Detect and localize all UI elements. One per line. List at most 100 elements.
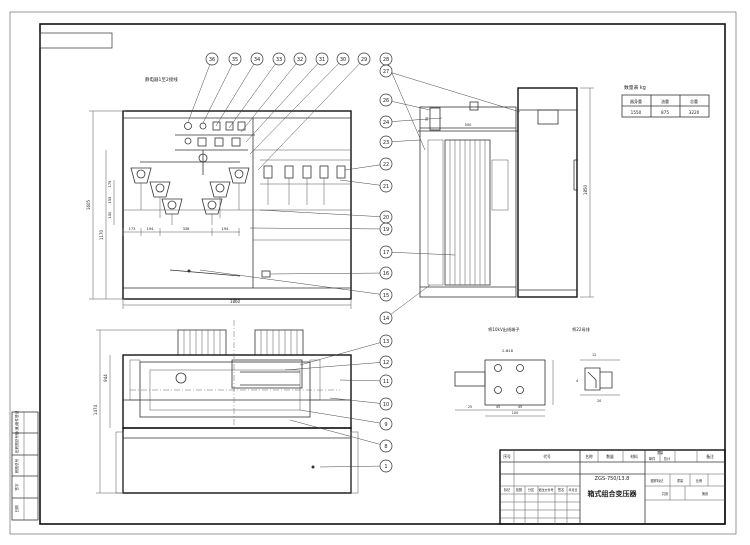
balloon-number: 21 [383, 184, 389, 190]
balloon-leader [228, 58, 280, 129]
balloon-number: 8 [384, 444, 387, 450]
part-balloon: 35 [202, 52, 242, 124]
part-balloon: 16 [269, 266, 393, 280]
tb-header-3: 名称 [585, 454, 593, 459]
dim-bottom-height: 1474 [93, 404, 98, 415]
weight-header-2: 油重 [661, 98, 669, 104]
part-balloon: 19 [249, 222, 393, 236]
margin-cell-3: 底图总号 [14, 458, 19, 473]
drawing-frame [39, 23, 726, 525]
busbar-detail-label: 将22母排 [572, 326, 591, 333]
part-balloon: 36 [187, 52, 219, 123]
title-block: 序号 代号 名称 数量 材料 单件 总计 备注 重量 ZGS-750/13.8 … [499, 449, 726, 525]
balloon-circle [379, 459, 393, 473]
dim-height-left: 1605 [86, 199, 91, 210]
balloon-number: 15 [383, 293, 389, 299]
busbar-dim-1: 12 [592, 353, 596, 357]
balloon-number: 19 [383, 227, 389, 233]
balloon-leader [329, 397, 387, 405]
margin-registration: 借(通)用件登记 旧底图总号 底图总号 签字 日期 [11, 410, 39, 521]
balloon-number: 35 [232, 57, 238, 63]
weight-header-3: 总重 [690, 98, 698, 104]
weight-table: 数量表 kg 器身重 油重 总重 1550 875 3220 [621, 84, 710, 118]
balloon-leader [339, 379, 387, 382]
balloon-number: 17 [383, 250, 389, 256]
balloon-number: 16 [383, 271, 389, 277]
part-balloon: 13 [299, 334, 393, 366]
balloon-circle [379, 115, 393, 129]
part-balloon: 23 [379, 135, 421, 149]
tb-left-row-5: 签名 [558, 487, 564, 492]
balloon-circle [379, 245, 393, 259]
dim-height-inner: 1170 [99, 229, 104, 240]
balloon-leader [187, 58, 213, 123]
terminal-detail-label: 将10kV出线端子 [488, 326, 520, 333]
balloon-circle [379, 266, 393, 280]
terminal-dim-1: 25 [468, 405, 472, 409]
plan-view: 1474 944 [93, 320, 359, 494]
balloon-leader [299, 340, 387, 366]
part-balloon: 10 [329, 397, 393, 411]
tb-header-4: 数量 [606, 454, 614, 459]
balloon-leader [319, 465, 387, 468]
tb-header-1: 序号 [503, 454, 511, 459]
balloon-number: 10 [383, 402, 389, 408]
tb-header-8: 备注 [706, 454, 714, 459]
balloon-leader [249, 58, 344, 155]
outer-frame [9, 11, 737, 535]
part-balloon: 30 [249, 52, 350, 155]
breaker-heads [130, 167, 250, 225]
balloon-circle [272, 52, 286, 66]
part-balloon: 33 [228, 52, 286, 129]
balloon-number: 30 [340, 57, 346, 63]
part-balloon: 14 [379, 284, 431, 325]
weight-value-3: 3220 [689, 110, 700, 115]
dim-bottom-inner: 944 [103, 374, 108, 382]
balloon-circle [379, 179, 393, 193]
margin-cell-1: 借(通)用件登记 [14, 410, 19, 435]
weight-value-2: 875 [661, 110, 669, 115]
tb-header-6: 单件 [649, 456, 656, 461]
balloon-circle [379, 334, 393, 348]
front-view-label: 静电器1至2接线 [145, 76, 178, 83]
balloon-leader [240, 58, 301, 133]
tb-right-cell-4: 共张 [662, 491, 669, 496]
balloon-circle [379, 417, 393, 431]
balloon-leader [199, 269, 387, 296]
balloon-leader [385, 70, 521, 113]
tb-header-2: 代号 [543, 454, 551, 459]
balloon-leader [385, 99, 431, 111]
tb-drawing-name: 箱式组合变压器 [588, 489, 638, 498]
dim-left-1: 175 [108, 181, 112, 188]
weight-title: 数量表 kg [624, 84, 646, 91]
dim-width-front: 1860 [230, 299, 241, 304]
tb-left-row-3: 分区 [528, 487, 535, 492]
part-balloon: 24 [379, 115, 443, 129]
balloon-number: 12 [383, 360, 389, 366]
tb-left-row-1: 标记 [504, 487, 511, 492]
terminal-dim-hole: 2-Φ18 [502, 349, 514, 353]
dim-row-4: 194 [222, 227, 230, 231]
balloon-leader [385, 284, 431, 319]
balloon-circle [379, 311, 393, 325]
part-balloon: 12 [284, 355, 393, 371]
balloon-circle [379, 93, 393, 107]
balloon-number: 14 [383, 316, 389, 322]
part-balloon: 22 [344, 157, 393, 171]
balloon-leader [284, 361, 387, 371]
balloon-number: 33 [276, 57, 282, 63]
dim-side-height: 1850 [583, 184, 588, 195]
tb-weight-header: 重量 [657, 450, 664, 455]
part-balloon: 9 [299, 409, 393, 431]
part-balloon: 1 [319, 459, 393, 473]
balloon-circle [379, 288, 393, 302]
balloon-leader [385, 117, 443, 123]
balloon-leader [344, 163, 387, 171]
balloon-number: 1 [384, 464, 387, 470]
balloon-circle [250, 52, 264, 66]
balloon-number: 9 [384, 422, 387, 428]
balloon-number: 31 [319, 57, 325, 63]
balloon-circle [379, 64, 393, 78]
balloon-number: 26 [383, 98, 389, 104]
balloon-circle [228, 52, 242, 66]
